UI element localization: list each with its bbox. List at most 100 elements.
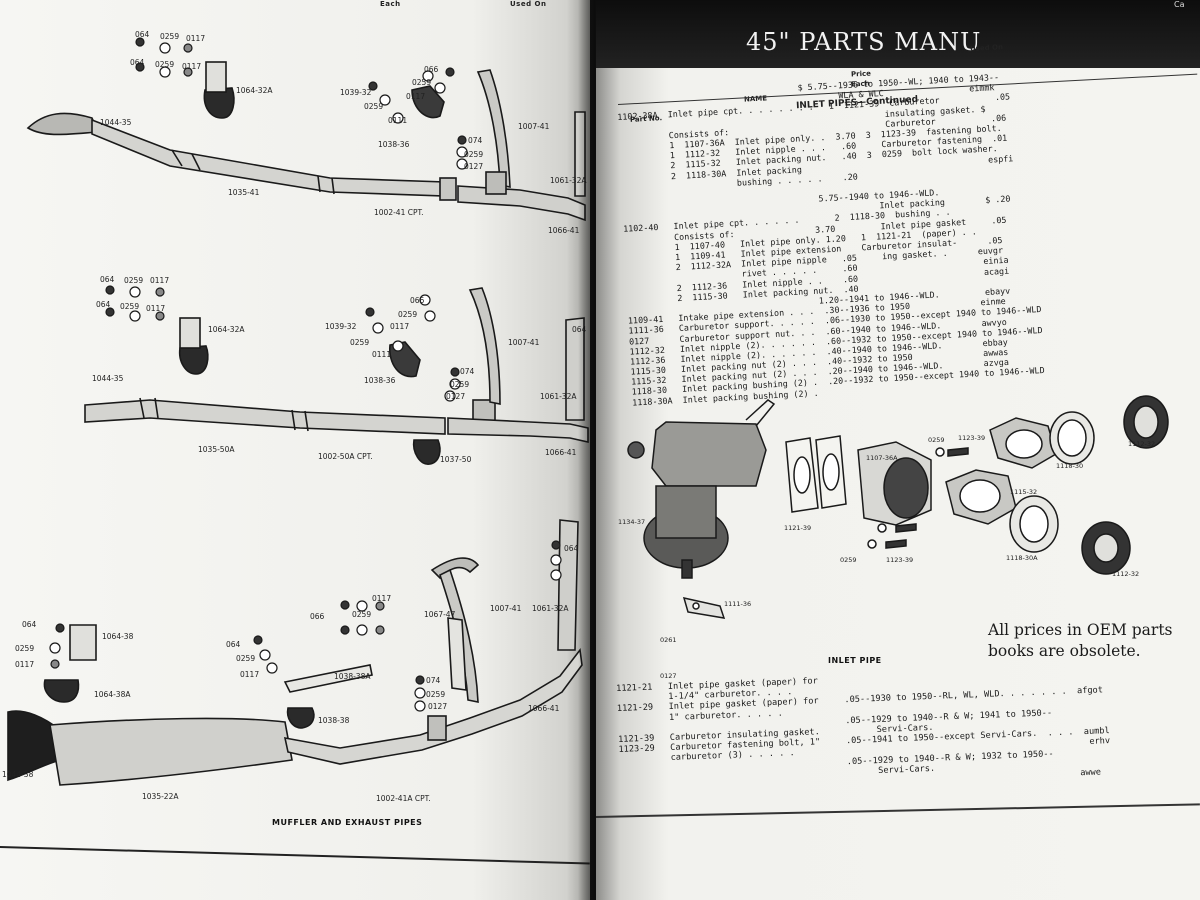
label-1123-39: 1123-39 <box>958 434 986 442</box>
label-074: 074 <box>426 676 441 685</box>
col-price: Price <box>850 69 872 79</box>
label-1064-32A: 1064-32A <box>208 325 245 334</box>
label-0259: 0259 <box>450 380 470 389</box>
left-caption: MUFFLER AND EXHAUST PIPES <box>272 818 423 827</box>
front-pipe-1066-41-b <box>447 417 589 443</box>
label-1035-50A: 1035-50A <box>198 445 235 454</box>
label-1107-36A: 1107-36A <box>866 454 898 462</box>
label-1035-22A: 1035-22A <box>142 792 179 801</box>
label-0259: 0259 <box>124 276 144 285</box>
label-1061-32A: 1061-32A <box>540 392 577 401</box>
left-header-used-on: Used On <box>510 0 547 8</box>
label-1061-32A: 1061-32A <box>532 604 569 613</box>
label-0117: 0117 <box>240 670 260 679</box>
label-1118-30: 1118-30 <box>1056 462 1084 470</box>
label-0261: 0261 <box>660 636 677 644</box>
notice-line-1: All prices in OEM parts <box>988 621 1173 639</box>
label-1112-32: 1112-32 <box>1112 570 1140 578</box>
muffler-pipe-1035-41 <box>91 118 446 197</box>
muffler-pipe-1035-50A <box>84 399 446 435</box>
packing-nuts <box>945 417 1057 525</box>
label-1066-41: 1066-41 <box>548 226 580 235</box>
label-0117: 0117 <box>186 34 206 43</box>
label-0259: 0259 <box>364 102 384 111</box>
label-1067-47: 1067-47 <box>424 610 456 619</box>
pipe-1007-41-b <box>468 287 501 405</box>
label-0127: 0127 <box>660 672 677 680</box>
left-header-each: Each <box>380 0 401 8</box>
label-1002-41: 1002-41 CPT. <box>374 208 424 217</box>
label-1038-36: 1038-36 <box>378 140 410 149</box>
label-1039-32: 1039-32 <box>325 322 357 331</box>
label-0117: 0117 <box>150 276 170 285</box>
label-064: 064 <box>96 300 111 309</box>
label-1066-41: 1066-41 <box>545 448 577 457</box>
header-stub: Ca <box>1174 0 1185 9</box>
label-0117: 0117 <box>182 62 202 71</box>
obsolete-prices-notice: All prices in OEM parts books are obsole… <box>988 620 1188 662</box>
tailpipe-tip-1044-35 <box>26 112 100 136</box>
notice-line-2: books are obsolete. <box>988 642 1141 660</box>
label-1037-50: 1037-50 <box>440 455 472 464</box>
label-0117: 0117 <box>146 304 166 313</box>
label-064: 064 <box>564 544 579 553</box>
label-1064-38: 1064-38 <box>102 632 134 641</box>
label-064: 064 <box>226 640 241 649</box>
label-0111: 0111 <box>372 350 392 359</box>
bottom-parts-table: 1121-21 Inlet pipe gasket (paper) for 1-… <box>616 661 1200 796</box>
label-1038-36: 1038-36 <box>364 376 396 385</box>
page-title: 45" PARTS MANU <box>746 28 982 56</box>
label-0259: 0259 <box>426 690 446 699</box>
label-1115-32: 1115-32 <box>1010 488 1038 496</box>
clamp-1064-38A <box>43 679 80 703</box>
carburetor-support-1111-36 <box>682 596 726 619</box>
pipe-joint <box>439 177 457 201</box>
label-066: 066 <box>424 65 439 74</box>
inlet-pipe-caption: INLET PIPE <box>828 656 882 665</box>
clamp-1037-50 <box>412 439 441 465</box>
label-0259: 0259 <box>15 644 35 653</box>
inlet-pipe-diagram <box>627 395 1169 619</box>
label-074: 074 <box>460 367 475 376</box>
label-0127: 0127 <box>446 392 466 401</box>
label-1121-39: 1121-39 <box>784 524 812 532</box>
label-0259: 0259 <box>120 302 140 311</box>
bushings-and-nipples <box>1009 395 1169 575</box>
bracket-1038-36 <box>411 85 445 119</box>
gasket-1121-39 <box>785 435 847 513</box>
hardware-group-3 <box>49 540 562 712</box>
front-pipe-1066-41 <box>457 185 586 222</box>
label-1035-41: 1035-41 <box>228 188 260 197</box>
label-1112-32: 1112-32 <box>1128 440 1156 448</box>
label-0259: 0259 <box>928 436 945 444</box>
label-1134-37: 1134-37 <box>618 518 646 526</box>
label-1039-32: 1039-32 <box>340 88 372 97</box>
label-066: 066 <box>410 296 425 305</box>
label-1007-41: 1007-41 <box>518 122 550 131</box>
label-1123-39: 1123-39 <box>886 556 914 564</box>
exhaust-assembly-1 <box>26 61 586 222</box>
left-page: Each Used On <box>0 0 590 900</box>
hardware-0259-1123-39 <box>867 447 969 549</box>
carburetor <box>627 399 776 579</box>
hardware-group-1 <box>135 37 468 170</box>
label-1064-32A: 1064-32A <box>236 86 273 95</box>
bracket-1038-38A <box>283 664 373 693</box>
col-used-on: Used On <box>969 43 1004 53</box>
exhaust-diagram <box>7 37 589 786</box>
label-0259: 0259 <box>412 78 432 87</box>
clamp-1038-38 <box>286 707 315 729</box>
hardware-group-2 <box>105 285 461 402</box>
label-0117: 0117 <box>406 92 426 101</box>
label-1066-41: 1066-41 <box>528 704 560 713</box>
parts-table: $ 5.75--1936 to 1950--WL; 1940 to 1943--… <box>616 62 1200 408</box>
label-1044-38: 1044-38 <box>2 770 34 779</box>
label-0127: 0127 <box>428 702 448 711</box>
label-1038-38A: 1038-38A <box>334 672 371 681</box>
muffler-1035-22A <box>49 717 293 786</box>
label-0127: 0127 <box>464 162 484 171</box>
label-1111-36: 1111-36 <box>724 600 752 608</box>
label-1064-38A: 1064-38A <box>94 690 131 699</box>
label-0117: 0117 <box>372 594 392 603</box>
label-1044-35: 1044-35 <box>100 118 132 127</box>
